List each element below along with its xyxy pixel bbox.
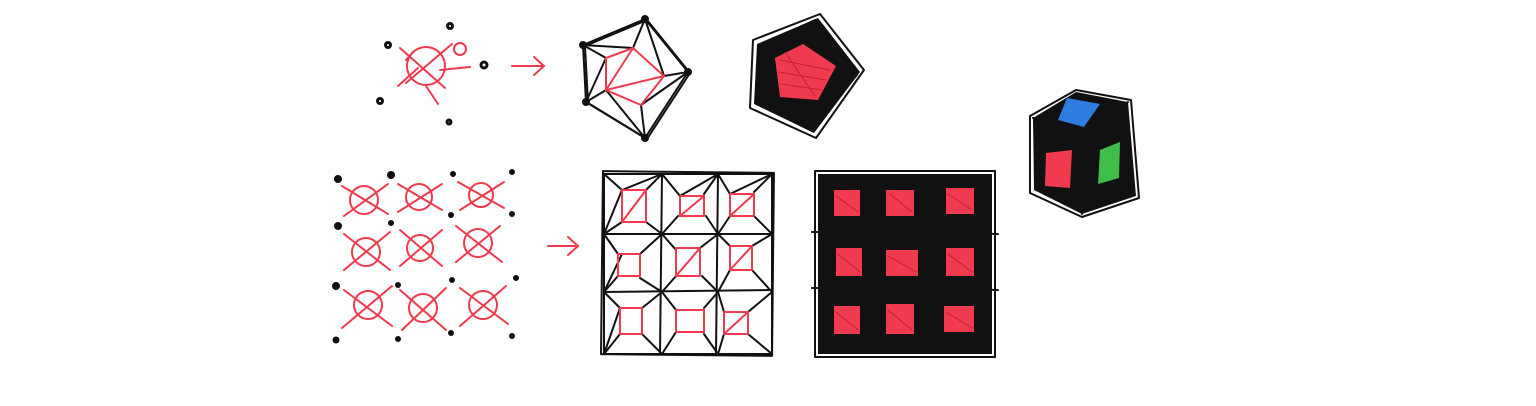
grid-red-cell-lines [341, 181, 509, 331]
cube-right-face [1098, 142, 1120, 184]
grid-mesh-sketch [600, 170, 775, 357]
arrow-right-icon [547, 236, 579, 256]
grid-seed-points-sketch [332, 169, 519, 344]
single-seed-points-sketch [376, 22, 489, 126]
single-pentagon-filled-sketch [749, 13, 865, 139]
cube-top-face [1058, 98, 1100, 127]
grid-seed-points [332, 169, 519, 344]
cube-left-face [1045, 150, 1072, 188]
arrow-right-icon [511, 56, 545, 76]
seed-points [376, 22, 489, 126]
cube-sketch [1029, 89, 1140, 218]
red-cell-lines [397, 42, 471, 105]
grid-filled-sketch [811, 170, 999, 358]
single-pentagon-mesh-sketch [579, 15, 692, 142]
